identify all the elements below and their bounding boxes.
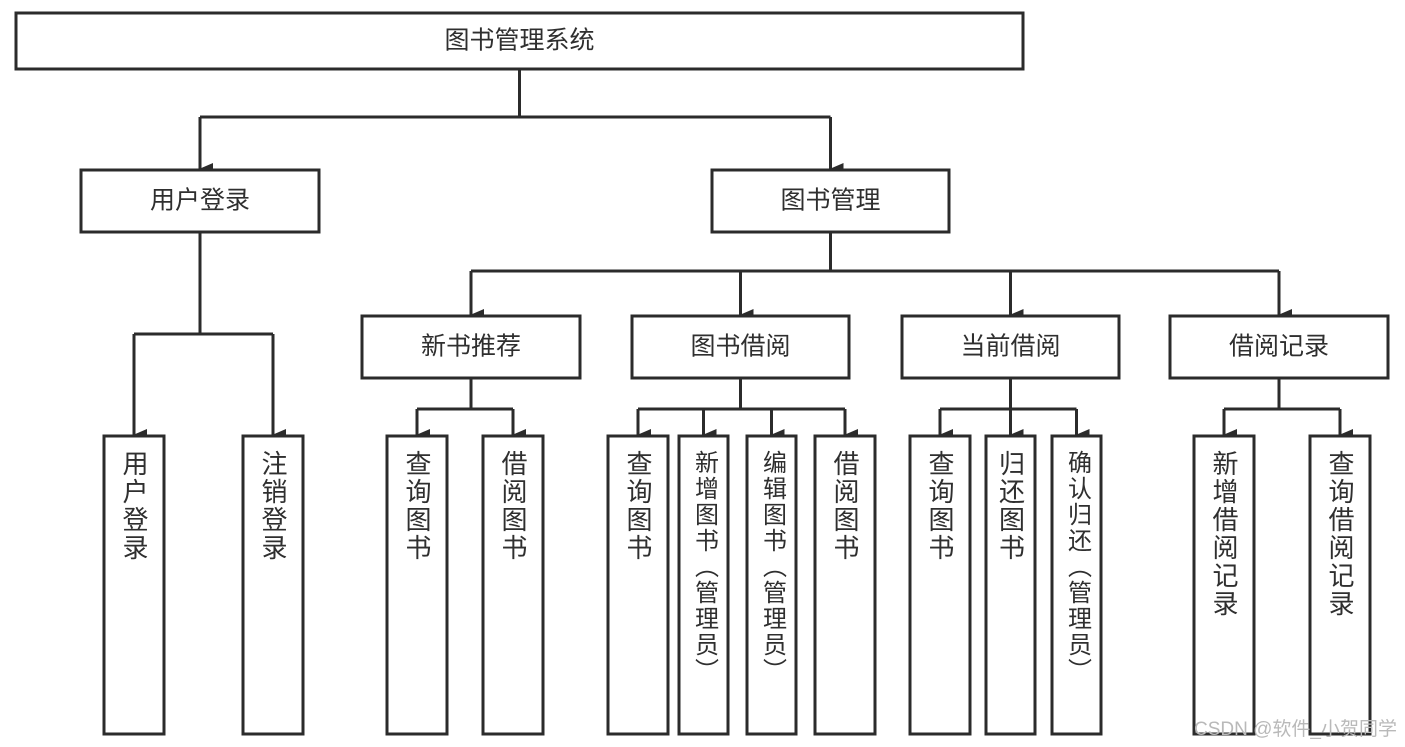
node-borrow-record[interactable]: 借阅记录 (1168, 314, 1390, 380)
node-root[interactable]: 图书管理系统 (14, 11, 1025, 71)
node-leaf-query-book-2[interactable] (606, 434, 670, 736)
node-leaf-edit-book[interactable] (745, 434, 798, 736)
node-label: 图书管理 (780, 187, 880, 215)
node-new-book-recommend[interactable]: 新书推荐 (360, 314, 582, 380)
node-user-login[interactable]: 用户登录 (79, 168, 321, 234)
node-label: 当前借阅 (960, 333, 1060, 361)
node-label: 用户登录 (150, 187, 250, 215)
connector-layer (132, 69, 1353, 441)
node-leaf-query-book-1[interactable] (385, 434, 449, 736)
node-leaf-query-record[interactable] (1308, 434, 1372, 736)
node-leaf-borrow-book-1[interactable] (481, 434, 545, 736)
node-book-management[interactable]: 图书管理 (710, 168, 951, 234)
node-leaf-confirm-return[interactable] (1050, 434, 1103, 736)
node-leaf-user-logout[interactable] (241, 434, 305, 736)
node-leaf-borrow-book-2[interactable] (813, 434, 877, 736)
node-label: 图书管理系统 (444, 27, 594, 55)
node-label: 借阅记录 (1229, 333, 1329, 361)
node-leaf-user-login[interactable] (102, 434, 166, 736)
node-label: 新书推荐 (421, 333, 521, 361)
node-leaf-query-book-3[interactable] (908, 434, 972, 736)
node-leaf-add-book[interactable] (677, 434, 730, 736)
node-leaf-return-book[interactable] (984, 434, 1037, 736)
node-label: 图书借阅 (690, 333, 790, 361)
node-leaf-add-record[interactable] (1192, 434, 1256, 736)
node-book-borrow[interactable]: 图书借阅 (630, 314, 851, 380)
node-current-borrow[interactable]: 当前借阅 (900, 314, 1121, 380)
